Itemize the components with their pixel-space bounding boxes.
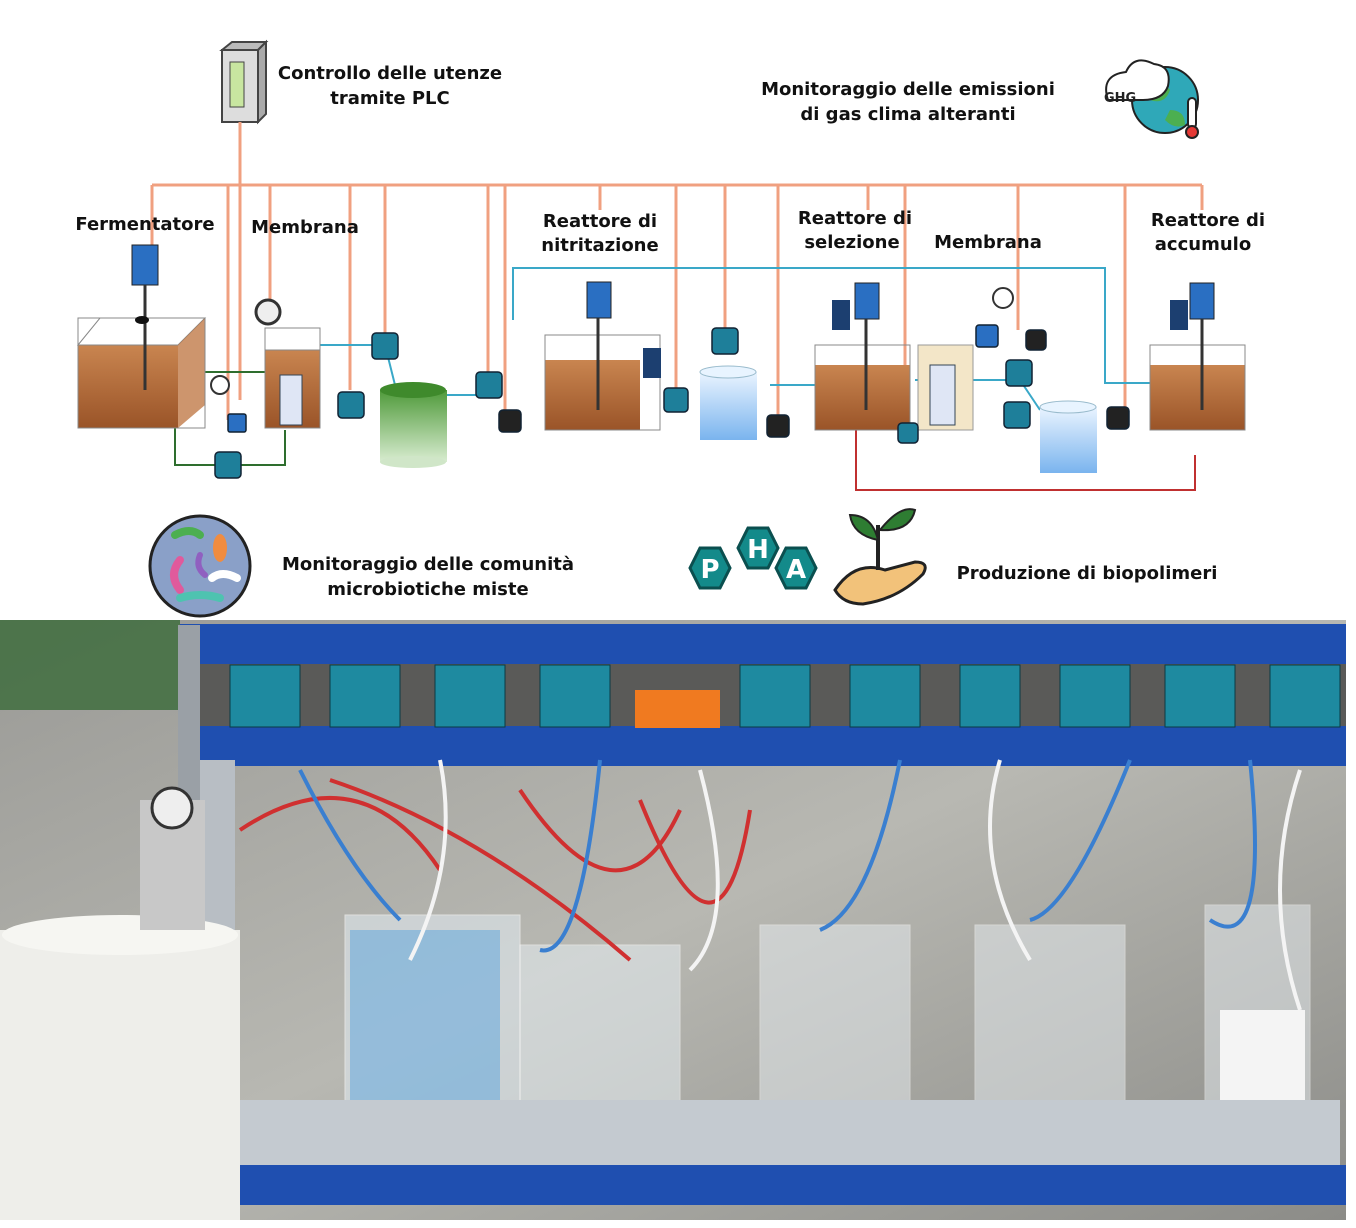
accumulo-label-line1: Reattore di xyxy=(1151,210,1265,231)
nitritazione-label-line1: Reattore di xyxy=(543,211,657,232)
pha-h: H xyxy=(747,535,769,565)
microbial-community-icon xyxy=(148,514,252,618)
blue-storage-tank-2 xyxy=(1039,400,1097,473)
membrana2-module xyxy=(917,287,1014,431)
return-line xyxy=(855,430,1196,491)
peristaltic-pumps xyxy=(214,324,1130,479)
membrana1-label: Membrana xyxy=(251,217,359,238)
microbe-label-line2: microbiotiche miste xyxy=(327,579,528,600)
pha-p: P xyxy=(700,555,719,585)
membrana1-module xyxy=(210,298,321,429)
hand-plant-icon xyxy=(833,508,927,606)
fermentatore-tank xyxy=(76,244,207,429)
plc-label-line1: Controllo delle utenze xyxy=(278,63,502,84)
microbe-label-line1: Monitoraggio delle comunità xyxy=(282,554,574,575)
nitritazione-reactor xyxy=(544,281,661,431)
accumulo-reactor xyxy=(1149,282,1246,431)
pha-molecule-icon: P H A xyxy=(688,526,818,590)
water-line xyxy=(512,267,1160,384)
ghg-badge: GHG xyxy=(1104,91,1136,106)
selezione-reactor xyxy=(814,282,911,431)
plc-cabinet-icon xyxy=(219,39,269,125)
biopolimeri-label: Produzione di biopolimeri xyxy=(957,563,1218,584)
selezione-label-line2: selezione xyxy=(804,232,899,253)
green-storage-tank xyxy=(380,382,447,468)
ghg-label-line1: Monitoraggio delle emissioni xyxy=(761,79,1055,100)
membrana2-label: Membrana xyxy=(934,232,1042,253)
selezione-label-line1: Reattore di xyxy=(798,208,912,229)
plant-photo xyxy=(0,620,1346,1220)
ghg-label-line2: di gas clima alteranti xyxy=(800,104,1015,125)
fermentatore-label: Fermentatore xyxy=(75,214,214,235)
plc-label-line2: tramite PLC xyxy=(330,88,450,109)
accumulo-label-line2: accumulo xyxy=(1155,234,1251,255)
nitritazione-label-line2: nitritazione xyxy=(541,235,658,256)
pha-a: A xyxy=(786,555,806,585)
blue-storage-tank-1 xyxy=(699,365,757,440)
globe-thermometer-icon: GHG xyxy=(1104,59,1199,139)
